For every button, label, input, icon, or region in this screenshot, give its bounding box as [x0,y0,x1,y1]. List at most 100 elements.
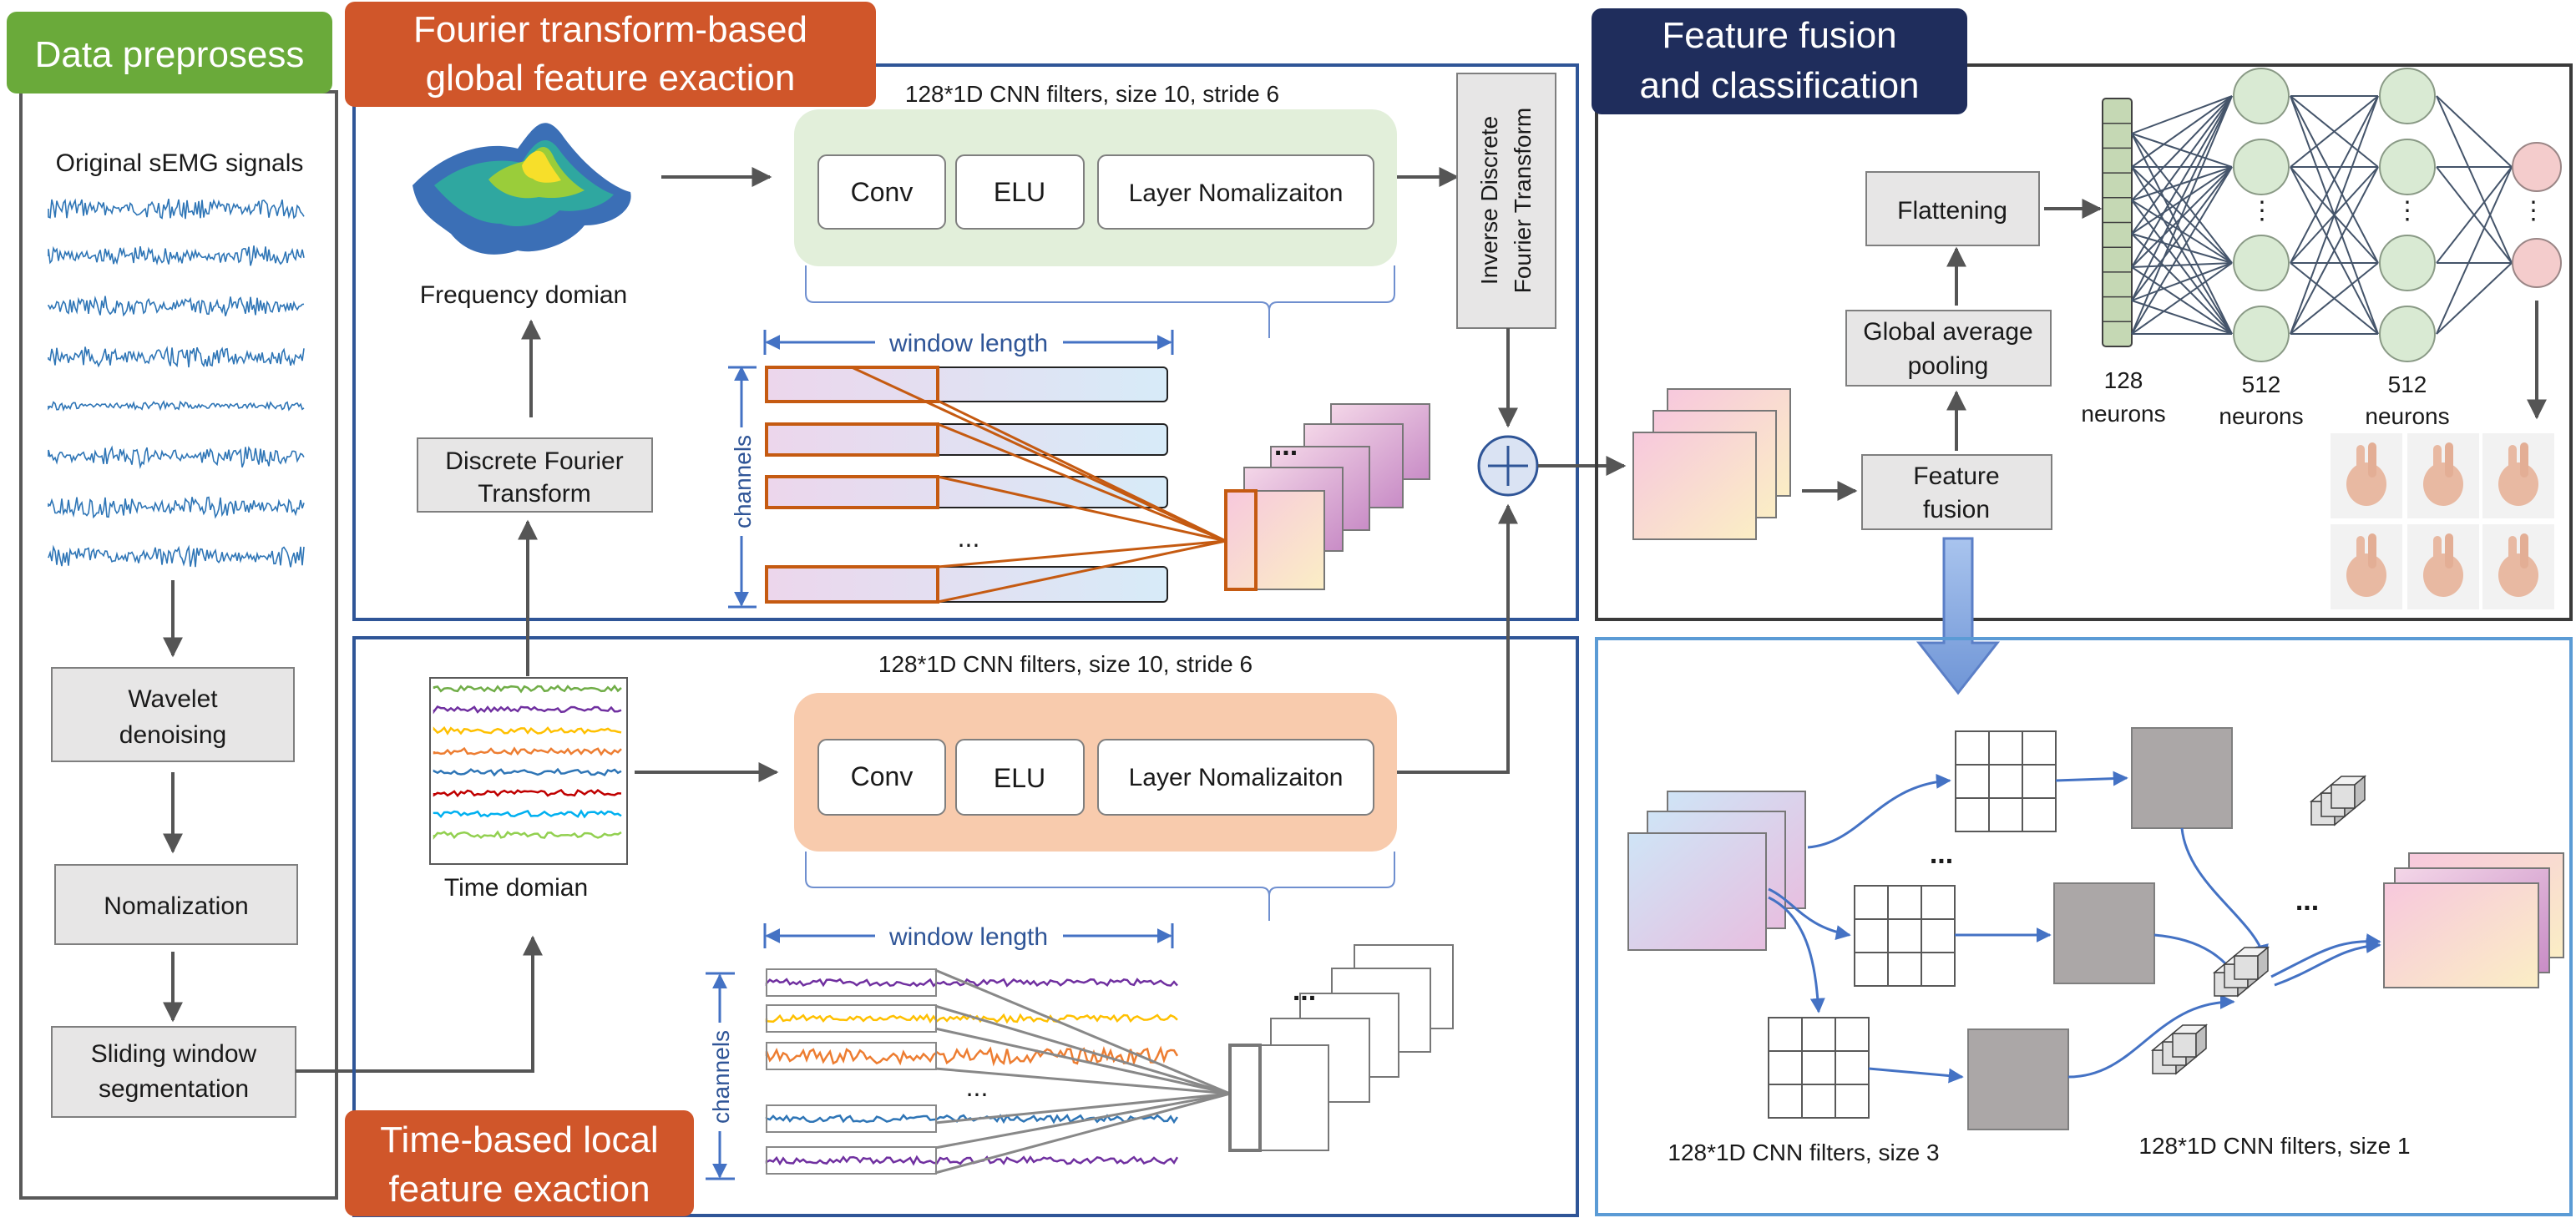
dense-edge [2290,95,2379,168]
sliding-label-1: Sliding window [91,1040,257,1068]
output-neuron [2512,238,2562,288]
dense-edge [2131,262,2233,335]
fourier-title-1: Fourier transform-based [413,9,807,50]
dense-edge [2290,95,2379,264]
idft-label-1: Inverse Discrete [1476,116,1502,285]
grid-cell [1955,730,1990,766]
neurons-512a-num: 512 [2242,371,2281,397]
time-channel-window [766,1146,937,1175]
time-trace [433,684,622,694]
time-trace [433,809,622,819]
hidden-neuron [2233,68,2290,124]
time-channel-window [766,1042,937,1070]
dots-layer-2: ⋮ [2395,197,2420,225]
idft-label-2: Fourier Transform [1510,108,1536,294]
hand-finger [2433,536,2442,569]
time-frame [352,636,1579,1217]
fourier-maps-ellipsis: ... [1274,430,1298,462]
grid-cell [1887,885,1922,920]
neurons-512b-num: 512 [2388,371,2427,397]
time-channels-label-bg [709,1023,732,1131]
fusion-title-2: and classification [1639,65,1919,106]
time-maps-ellipsis: ... [1293,975,1316,1007]
pool-box-mid [2053,882,2155,984]
fourier-ln-box [1097,154,1374,230]
dense-edge [2131,95,2233,168]
neurons-128-num: 128 [2104,367,2143,393]
grid-cell [1801,1084,1836,1119]
time-channel-trace [765,978,1178,988]
grid-size3-bot [1768,1017,1870,1119]
dense-edge [2131,95,2233,268]
fourier-feature-maps [1224,403,1430,591]
hand-palm [2423,462,2463,506]
fourier-section: Fourier transform-based global feature e… [345,2,1579,621]
dft-label-1: Discrete Fourier [445,447,623,475]
fourier-elu-box [955,154,1085,230]
dense-connections [2131,95,2513,335]
time-elu-box [955,739,1085,816]
time-channel-window [766,968,937,997]
dense-edge [2131,200,2233,264]
grid-cell [2022,764,2057,799]
sliding-label-2: segmentation [99,1075,249,1103]
grid-cell [1854,885,1889,920]
preprocess-section: Data preprosess Original sEMG signals Wa… [7,12,338,1200]
time-trace [433,725,622,735]
time-trace [433,767,622,777]
time-trace [433,746,622,756]
fourier-conv-box [817,154,946,230]
normalization-label: Nomalization [104,892,248,920]
hand-finger [2508,445,2517,478]
hidden-neuron [2379,235,2436,291]
wavelet-box [51,667,295,762]
fourier-channel-bar [765,366,1168,403]
time-channels-ellipsis: ... [966,1072,989,1102]
output-neuron [2512,142,2562,192]
semg-trace [48,496,305,519]
fourier-filter-lines [851,366,1227,604]
cube-face-front [2172,1033,2197,1058]
arrow-fusion-detail [1916,537,2001,695]
neuron-layers [2233,68,2562,362]
grid-cell [1988,764,2023,799]
hidden-neuron [2233,306,2290,362]
gap-box [1845,310,2052,387]
time-title-2: feature exaction [388,1169,650,1210]
idft-box [1456,73,1556,329]
time-domain-label: Time domian [444,874,588,902]
dense-edge [2290,95,2379,335]
gap-label-1: Global average [1863,318,2032,346]
fourier-window-label: window length [888,330,1048,357]
hidden-neuron [2379,139,2436,195]
dense-edge [2436,95,2513,168]
normalization-box [54,864,298,945]
hand-finger [2368,442,2376,478]
time-channels-label: channels [708,1030,734,1124]
time-conv-label: Conv [851,761,913,791]
arrow-time-conv-to-sum [1397,503,1518,774]
hand-finger [2356,445,2365,478]
hidden-neuron [2379,306,2436,362]
fusion-header [1592,8,1967,114]
dense-edge [2131,166,2233,335]
grid-cell [1921,952,1956,987]
cube-face-side [2354,775,2366,810]
grid-cell [1921,885,1956,920]
sum-node-icon [1477,435,1539,497]
semg-trace [48,198,305,220]
hand-palm [2346,462,2386,506]
grid-cell [1835,1050,1870,1085]
grid-cell [1887,918,1922,953]
dense-edge [2131,95,2233,301]
grid-cell [1835,1017,1870,1052]
fusion-label-2: fusion [1923,496,1990,523]
time-filter-lines [934,968,1231,1175]
semg-signal-traces [48,198,305,568]
grid-cell [2022,730,2057,766]
time-channel-trace [765,1045,1179,1067]
grid-cell [1955,764,1990,799]
time-trace [433,830,622,840]
cube-face-side [2195,1023,2207,1059]
